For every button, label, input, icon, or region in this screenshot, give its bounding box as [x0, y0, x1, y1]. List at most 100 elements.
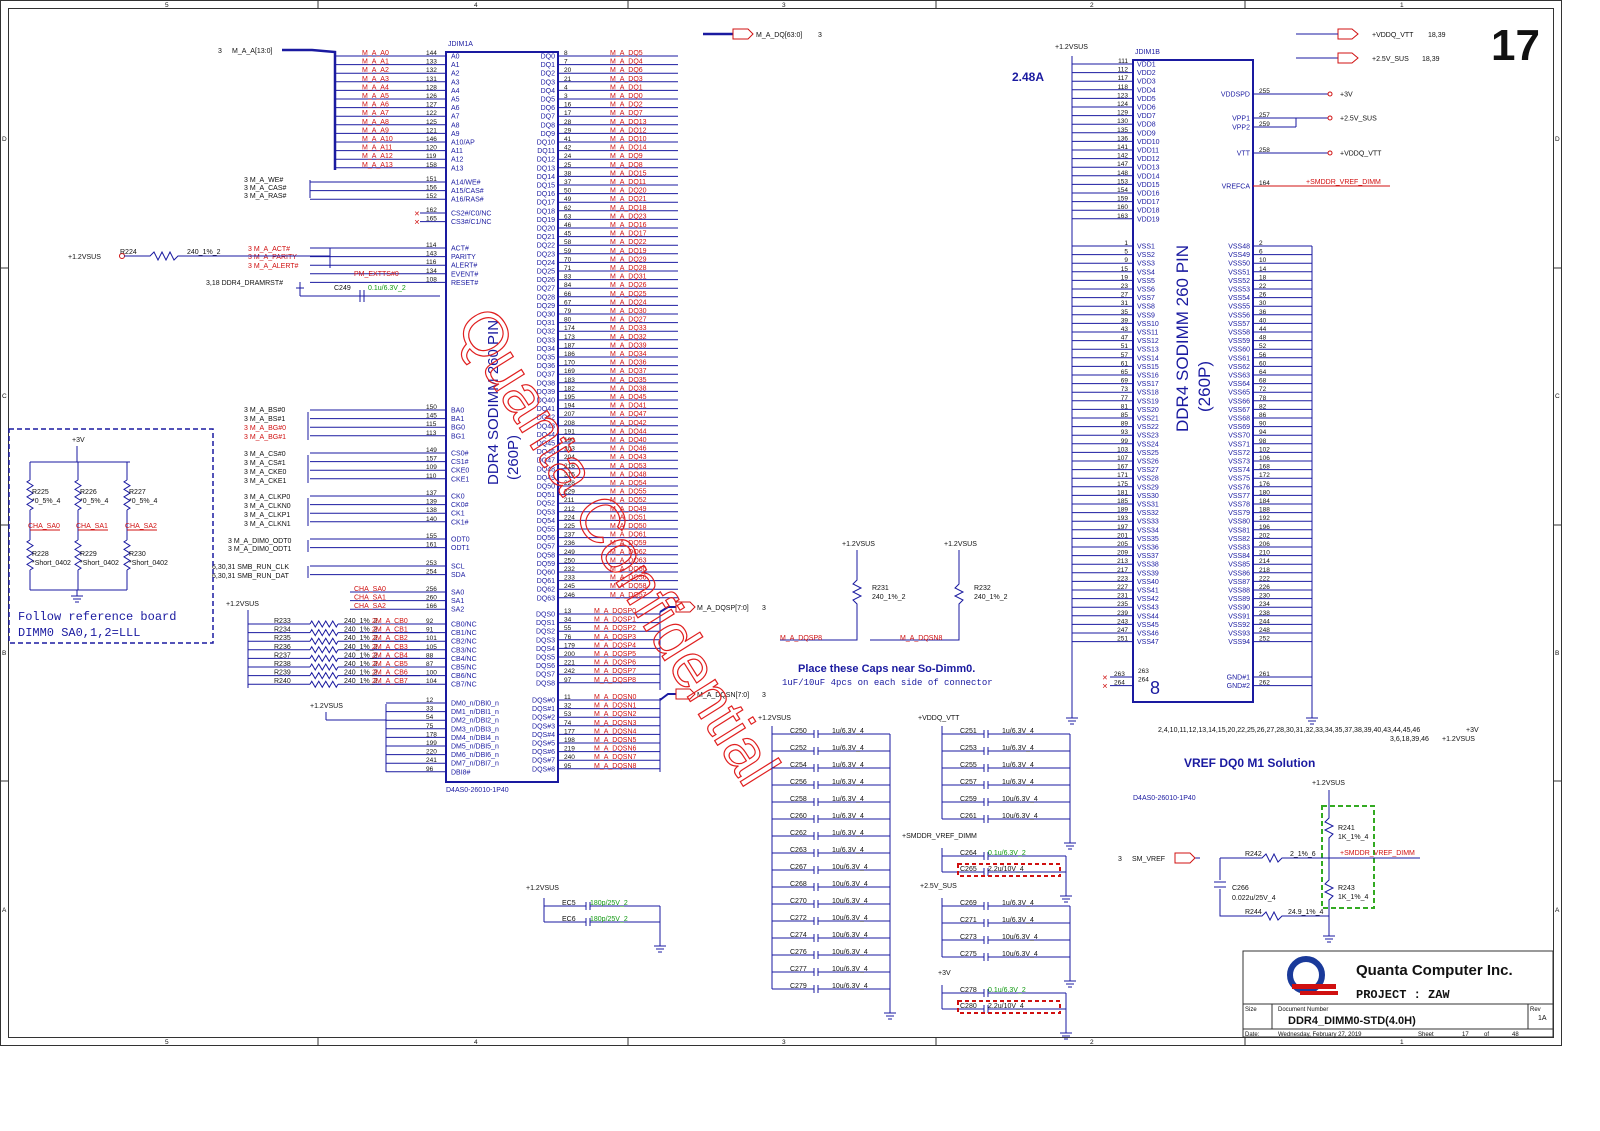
- cap-ref: C263: [790, 847, 807, 854]
- pin-number: 171: [1117, 472, 1128, 479]
- cap-val: 2.2u/10V_4: [988, 1003, 1024, 1010]
- pwr-12v: +1.2VSUS: [1442, 736, 1475, 743]
- cap-val: 10u/6.3V_4: [832, 915, 868, 922]
- pin-number: 42: [564, 145, 572, 152]
- pin-name: VSS7: [1137, 295, 1155, 302]
- pin-name: DQ43: [537, 423, 555, 430]
- pin-number: 58: [564, 239, 572, 246]
- net-label: M_A_DQ62: [610, 549, 647, 556]
- dimm-b-part: D4AS0-26010-1P40: [1133, 795, 1196, 802]
- pin-number: 15: [1121, 266, 1129, 273]
- dqsn-offpage-arrow: [675, 688, 696, 700]
- pin-name: DQS7: [536, 672, 555, 679]
- cap-val: 1u/6.3V_4: [832, 779, 864, 786]
- zone-col-label: 4: [474, 1039, 478, 1046]
- cap-val: 1u/6.3V_4: [832, 728, 864, 735]
- pin-name: CK0#: [451, 502, 469, 509]
- pin-name: VDD17: [1137, 199, 1160, 206]
- pin-number: 74: [564, 720, 572, 727]
- ground-icon: [1323, 930, 1335, 943]
- pin-number: 128: [426, 84, 437, 91]
- net-label: M_A_DQSN1: [594, 703, 637, 710]
- pin-name: SA0: [451, 590, 464, 597]
- net-we: 3 M_A_WE#: [244, 177, 283, 184]
- pin-number: 251: [1117, 636, 1128, 643]
- pin-number: 214: [1259, 558, 1270, 565]
- dq-offpage-num: 3: [818, 32, 822, 39]
- pin-name: DM4_n/DBI4_n: [451, 735, 499, 742]
- pin-number: 104: [426, 678, 437, 685]
- pin-number: 13: [564, 608, 572, 615]
- net-label: M_A_DQ52: [610, 497, 647, 504]
- cap-ref: C265: [960, 866, 977, 873]
- cap-ref: C251: [960, 728, 977, 735]
- pin-number: 146: [426, 136, 437, 143]
- pin-number: 103: [1117, 446, 1128, 453]
- pin-name: VSS63: [1228, 373, 1250, 380]
- pin-name: VDD18: [1137, 208, 1160, 215]
- cap-ref: C256: [790, 779, 807, 786]
- dnp-box: [957, 1000, 1061, 1014]
- net-label: M_A_A6: [362, 102, 389, 109]
- net-label: M_A_DQ31: [610, 274, 647, 281]
- zone-col-label: 1: [1400, 2, 1404, 9]
- pin-number: 263: [1138, 668, 1149, 675]
- pin-name: VSS48: [1228, 244, 1250, 251]
- pin-number: 70: [564, 256, 572, 263]
- pin-number: 34: [564, 617, 572, 624]
- pin-name: DQ47: [537, 458, 555, 465]
- cap-ref: C262: [790, 830, 807, 837]
- pin-number: 73: [1121, 386, 1129, 393]
- pin-name: DQ29: [537, 303, 555, 310]
- cap-val: 1u/6.3V_4: [1002, 917, 1034, 924]
- pin-name: DQS2: [536, 629, 555, 636]
- pin-number: 149: [426, 447, 437, 454]
- net-bg0: 3 M_A_BG#0: [244, 425, 286, 432]
- pin-name: DQ17: [537, 200, 555, 207]
- net-label: M_A_DQ28: [610, 265, 647, 272]
- cap-ref: C255: [960, 762, 977, 769]
- resistor-icon: [309, 654, 339, 663]
- pin-name: VSS78: [1228, 502, 1250, 509]
- pin-name: BG1: [451, 433, 465, 440]
- pin-name: VSS24: [1137, 441, 1159, 448]
- pin-number: 177: [564, 728, 575, 735]
- net-label: CHA_SA0: [354, 586, 386, 593]
- pin-number: 120: [426, 145, 437, 152]
- zone-col-label: 3: [782, 1039, 786, 1046]
- pin-number: 97: [564, 677, 572, 684]
- rev-value: 1A: [1538, 1015, 1547, 1022]
- dq-offpage-label: M_A_DQ[63:0]: [756, 32, 802, 39]
- pin-name: VSS15: [1137, 364, 1159, 371]
- res-val: 240_1%_2: [344, 678, 378, 685]
- pin-number: 137: [426, 490, 437, 497]
- pin-number: 156: [426, 185, 437, 192]
- pin-name: DQ46: [537, 449, 555, 456]
- pin-name: VSS75: [1228, 476, 1250, 483]
- resistor-icon: [309, 671, 339, 680]
- net-label: CHA_SA2: [354, 603, 386, 610]
- vddq-vtt-offpage: [1337, 28, 1359, 40]
- rail-dot: [1327, 91, 1333, 97]
- net-label: M_A_DQ37: [610, 368, 647, 375]
- pin-name: DQS#8: [532, 766, 555, 773]
- pin-name: VDD9: [1137, 130, 1156, 137]
- net-label: M_A_A7: [362, 110, 389, 117]
- dq-offpage-arrow: [732, 28, 754, 40]
- cap-ref: EC5: [562, 900, 576, 907]
- cap-val: 10u/6.3V_4: [832, 881, 868, 888]
- pin-number: 26: [1259, 292, 1267, 299]
- pin-name: CKE0: [451, 468, 469, 475]
- pin-name: DQ19: [537, 217, 555, 224]
- r224-rail: +1.2VSUS: [68, 254, 101, 261]
- sheet-label: Sheet: [1418, 1032, 1434, 1038]
- sheet-value: 17: [1462, 1032, 1469, 1038]
- pin-name: DQ32: [537, 329, 555, 336]
- net-label: M_A_DQ40: [610, 437, 647, 444]
- pin-name: CK1#: [451, 519, 469, 526]
- zone-col-label: 1: [1400, 1039, 1404, 1046]
- pin-name: VSS40: [1137, 579, 1159, 586]
- pin-name: CB0/NC: [451, 622, 477, 629]
- dqsn-num: 3: [762, 692, 766, 699]
